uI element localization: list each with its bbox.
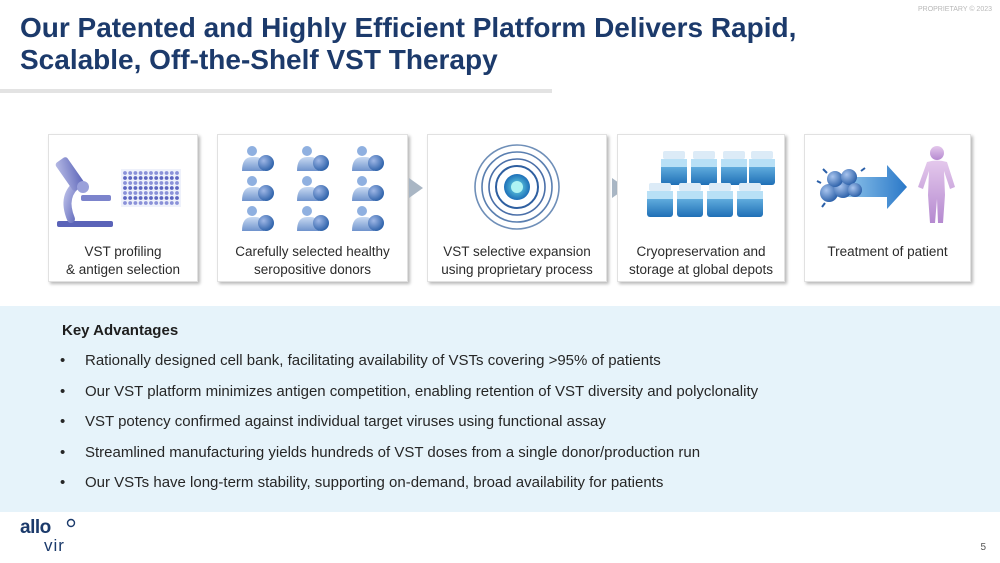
page-number: 5 [980,542,986,553]
key-advantages-panel [0,306,1000,512]
step-label-donors: Carefully selected healthy seropositive … [235,244,390,277]
bullet-icon: • [60,382,66,400]
flow-arrow-1 [409,178,423,198]
step-panel-expansion: VST selective expansion using proprietar… [427,134,607,282]
step-panel-treatment: Treatment of patient [804,134,971,282]
advantage-item: • VST potency confirmed against individua… [58,413,758,431]
advantage-item: • Streamlined manufacturing yields hundre… [58,444,758,462]
expansion-icon [474,144,560,230]
proprietary-notice: PROPRIETARY © 2023 [917,6,992,13]
advantage-text: Our VST platform minimizes antigen compe… [85,382,759,400]
allovir-logo: allo vir [20,517,76,557]
step-label-expansion: VST selective expansion using proprietar… [441,244,593,277]
bullet-icon: • [60,443,66,461]
advantage-text: Streamlined manufacturing yields hundred… [85,443,701,461]
advantage-item: • Rationally designed cell bank, facilita… [58,352,758,370]
step-panel-cryo: Cryopreservation and storage at global d… [617,134,785,282]
advantage-item: • Our VST platform minimizes antigen comp… [58,383,758,401]
slide-title: Our Patented and Highly Efficient Platfo… [20,12,797,75]
step-panel-profiling: VST profiling & antigen selection [48,134,198,282]
advantage-text: Our VSTs have long-term stability, suppo… [85,474,664,491]
bullet-icon: • [60,352,66,369]
logo-mark-icon [66,518,76,528]
title-underline [0,89,552,93]
step-label-profiling: VST profiling & antigen selection [65,244,181,277]
advantage-item: • Our VSTs have long-term stability, supp… [58,474,758,492]
logo-text-top: allo [20,517,51,538]
bullet-icon: • [60,474,66,491]
step-panel-donors: Carefully selected healthy seropositive … [217,134,408,282]
step-label-cryo: Cryopreservation and storage at global d… [628,244,774,277]
bullet-icon: • [60,413,66,430]
logo-text-bottom: vir [44,536,65,555]
patient-icon [816,146,955,223]
advantage-text: Rationally designed cell bank, facilitat… [85,352,661,369]
key-advantages-heading: Key Advantages [62,322,179,339]
key-advantages-list: • Rationally designed cell bank, facilita… [58,352,758,505]
microscope-icon [55,157,181,227]
donors-icon [242,146,384,231]
advantage-text: VST potency confirmed against individual… [85,413,606,430]
vials-icon [647,151,775,217]
step-label-treatment: Treatment of patient [827,244,948,259]
